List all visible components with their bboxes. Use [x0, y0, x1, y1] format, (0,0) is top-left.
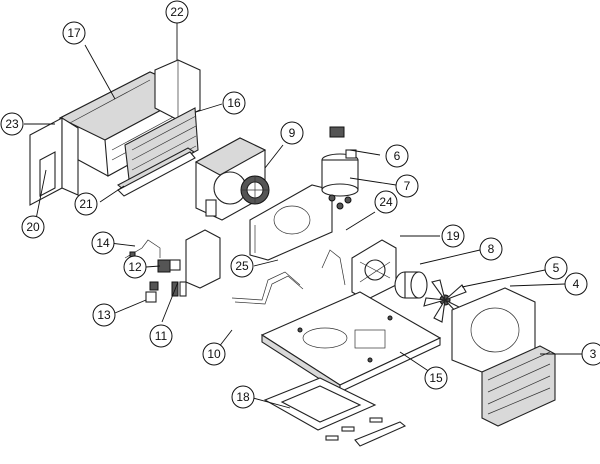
callout-23-label: 23	[5, 117, 19, 131]
callout-21-label: 21	[79, 197, 93, 211]
callout-21: 21	[74, 192, 98, 216]
callout-3: 3	[581, 342, 600, 366]
part-21-base-rail	[117, 147, 196, 197]
callout-17-label: 17	[67, 26, 81, 40]
callout-19-label: 19	[446, 229, 460, 243]
part-25-partition-panel	[249, 184, 333, 261]
part-13-relay	[145, 281, 159, 303]
callout-10-label: 10	[207, 347, 221, 361]
callout-7: 7	[395, 174, 419, 198]
leader-lines	[24, 22, 585, 409]
callout-22-label: 22	[170, 5, 184, 19]
callout-14-label: 14	[96, 236, 110, 250]
callout-6: 6	[385, 144, 409, 168]
callout-25: 25	[230, 254, 254, 278]
part-20-side-panel	[29, 117, 79, 206]
callout-8-label: 8	[488, 242, 495, 256]
callout-8: 8	[479, 237, 503, 261]
part-8-fan-motor	[394, 271, 428, 299]
part-15-base-pan	[260, 291, 442, 394]
callout-24-label: 24	[379, 195, 393, 209]
callout-18: 18	[231, 385, 255, 409]
callout-17: 17	[62, 21, 86, 45]
callout-16: 16	[222, 91, 246, 115]
callout-20: 20	[21, 215, 45, 239]
callout-22: 22	[165, 0, 189, 24]
callout-20-label: 20	[26, 220, 40, 234]
callout-4: 4	[564, 272, 588, 296]
callout-11-label: 11	[155, 329, 168, 343]
callout-6-label: 6	[394, 149, 401, 163]
callout-25-label: 25	[235, 259, 249, 273]
part-19-motor-bracket	[351, 239, 397, 301]
callout-24: 24	[374, 190, 398, 214]
callout-4-label: 4	[573, 277, 580, 291]
part-6-compressor	[321, 126, 359, 210]
callout-19: 19	[441, 224, 465, 248]
part-10-tubing	[231, 249, 346, 305]
callout-10: 10	[202, 342, 226, 366]
callout-9: 9	[280, 121, 304, 145]
part-18-front-grille	[263, 377, 407, 447]
callout-13-label: 13	[97, 308, 111, 322]
callout-18-label: 18	[236, 390, 250, 404]
callout-7-label: 7	[404, 179, 411, 193]
callout-16-label: 16	[227, 96, 241, 110]
callout-23: 23	[0, 112, 24, 136]
callout-15: 15	[424, 366, 448, 390]
callout-5: 5	[544, 256, 568, 280]
part-12-capacitor	[157, 259, 181, 273]
callout-12: 12	[123, 255, 147, 279]
callout-15-label: 15	[429, 371, 443, 385]
part-22-back-panel	[154, 59, 201, 121]
part-3-evaporator-coil	[481, 345, 556, 427]
callout-3-label: 3	[590, 347, 597, 361]
callout-5-label: 5	[553, 261, 560, 275]
callout-13: 13	[92, 303, 116, 327]
callout-14: 14	[91, 231, 115, 255]
callout-12-label: 12	[128, 260, 142, 274]
callout-11: 11	[149, 324, 173, 348]
part-9-blower-housing	[194, 137, 270, 221]
callout-9-label: 9	[289, 126, 296, 140]
